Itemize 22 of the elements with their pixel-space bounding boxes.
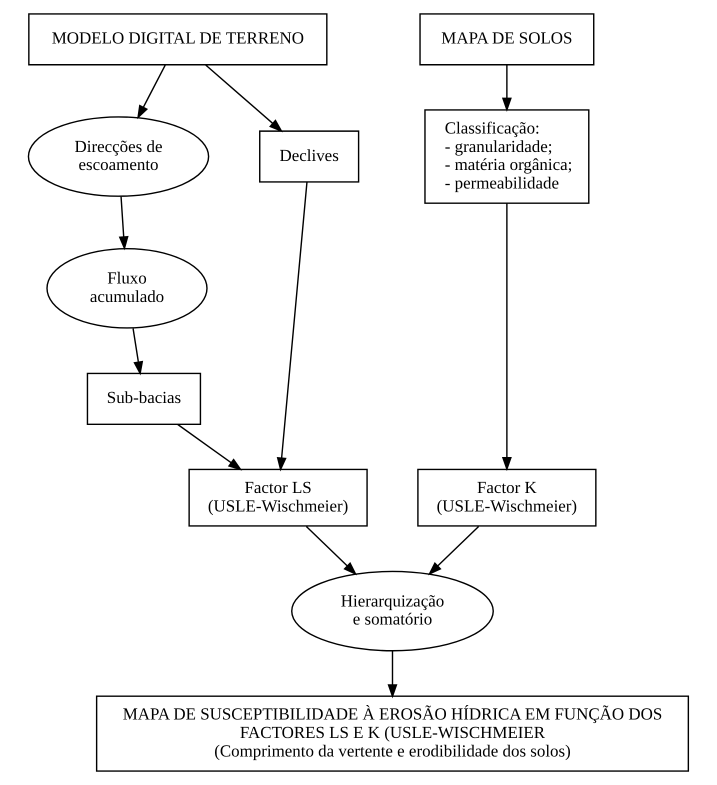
arrow — [118, 196, 129, 250]
node-box: Factor K (USLE-Wischmeier) — [417, 468, 597, 527]
arrow — [177, 424, 242, 471]
arrow — [132, 328, 144, 376]
arrow — [388, 651, 398, 698]
arrow — [205, 64, 283, 132]
node-ellipse: Direcções de escoamento — [28, 116, 210, 197]
arrow — [428, 526, 480, 576]
node-box: MAPA DE SUSCEPTIBILIDADE À EROSÃO HÍDRICA EM FUNÇÃO DOS FACTORES LS E K (USLE-WISCHMEIER (Comprimento da vertente e erodibilidade dos solos) — [96, 696, 690, 772]
node-ellipse: Fluxo acumulado — [46, 248, 208, 329]
node-ellipse: Hierarquização e somatório — [291, 570, 494, 652]
node-box: Sub-bacias — [86, 372, 202, 425]
arrow — [306, 526, 358, 576]
node-box: MODELO DIGITAL DE TERRENO — [28, 13, 328, 66]
node-box: Classificação: - granularidade; - matéria orgânica; - permeabilidade — [424, 109, 590, 204]
arrow — [137, 64, 166, 120]
node-box: Declives — [259, 130, 360, 183]
arrow — [502, 204, 512, 472]
node-box: MAPA DE SOLOS — [419, 13, 594, 66]
arrow — [276, 182, 308, 472]
arrow — [502, 65, 512, 112]
node-box: Factor LS (USLE-Wischmeier) — [188, 468, 368, 527]
